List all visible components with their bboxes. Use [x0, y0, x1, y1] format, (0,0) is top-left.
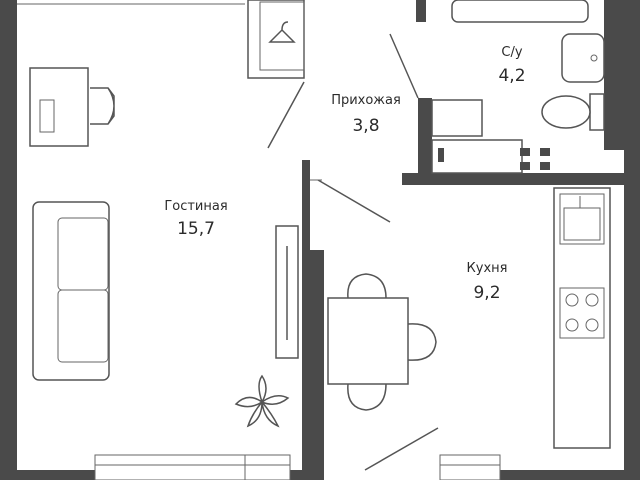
laptop-icon	[39, 99, 55, 133]
sink-basin	[563, 207, 601, 241]
hall-cabinet	[431, 99, 483, 137]
burner-4	[585, 318, 599, 332]
balcony-door-swing	[364, 427, 439, 471]
toilet-tank	[589, 93, 605, 131]
wall-bath-bottom	[402, 173, 624, 185]
wall-bath-top-stub	[416, 0, 426, 22]
room-name-living: Гостиная	[164, 199, 227, 214]
chair-bottom	[347, 383, 387, 411]
burner-2	[585, 293, 599, 307]
bathtub	[451, 0, 589, 23]
desk-chair	[90, 87, 115, 125]
door-living-swing	[267, 81, 305, 149]
door-kitchen-swing	[317, 179, 391, 223]
room-name-kitchen: Кухня	[467, 261, 508, 276]
shaft-fill-1	[438, 148, 444, 162]
wall-living-kitchen-lower	[302, 250, 324, 480]
wall-left	[0, 0, 17, 480]
bathroom-fixtures	[451, 0, 605, 131]
wall-bath-left	[418, 98, 432, 173]
shaft-fill-3	[540, 148, 550, 156]
shaft-block	[431, 139, 523, 174]
chair-right	[407, 323, 437, 361]
washbasin-drain	[590, 54, 598, 62]
wall-bath-right	[604, 0, 624, 150]
sofa-cushion-bottom	[57, 289, 109, 363]
chair-top	[347, 273, 387, 299]
plant-icon	[234, 374, 290, 428]
shaft-fill-2	[520, 148, 530, 156]
kitchen-furniture	[327, 187, 611, 449]
hanger-icon	[268, 21, 296, 43]
room-area-kitchen: 9,2	[473, 283, 500, 303]
dining-table	[327, 297, 409, 385]
room-name-bath: С/у	[501, 45, 522, 60]
room-area-hall: 3,8	[352, 116, 379, 136]
room-area-living: 15,7	[177, 219, 215, 239]
doors	[267, 33, 419, 223]
wall-bottom-left	[0, 470, 95, 480]
window-living-bottom	[94, 454, 291, 480]
window-kitchen-bottom	[439, 454, 501, 480]
wall-bottom-mid	[290, 470, 324, 480]
wall-living-kitchen-stub	[302, 160, 310, 250]
sofa	[32, 201, 110, 381]
kitchen-counter	[553, 187, 611, 449]
ventilation-shaft	[431, 99, 550, 174]
toilet-bowl	[541, 95, 591, 129]
windows	[17, 3, 501, 480]
door-bath-swing	[389, 33, 419, 99]
desk	[29, 67, 89, 147]
shaft-fill-4	[520, 162, 530, 170]
room-area-bath: 4,2	[498, 66, 525, 86]
stove	[559, 287, 605, 339]
burner-3	[565, 318, 579, 332]
wall-bottom-right	[500, 470, 624, 480]
shaft-fill-5	[540, 162, 550, 170]
room-name-hall: Прихожая	[331, 93, 401, 108]
room-labels: Гостиная 15,7 Прихожая 3,8 С/у 4,2 Кухня…	[164, 45, 525, 303]
wardrobe-inner	[259, 1, 305, 71]
living-room-furniture	[29, 67, 299, 428]
washbasin	[561, 33, 605, 83]
burner-1	[565, 293, 579, 307]
wardrobe-body	[247, 0, 305, 79]
sink	[559, 193, 605, 245]
wall-right	[624, 0, 640, 480]
wardrobe	[247, 0, 305, 79]
